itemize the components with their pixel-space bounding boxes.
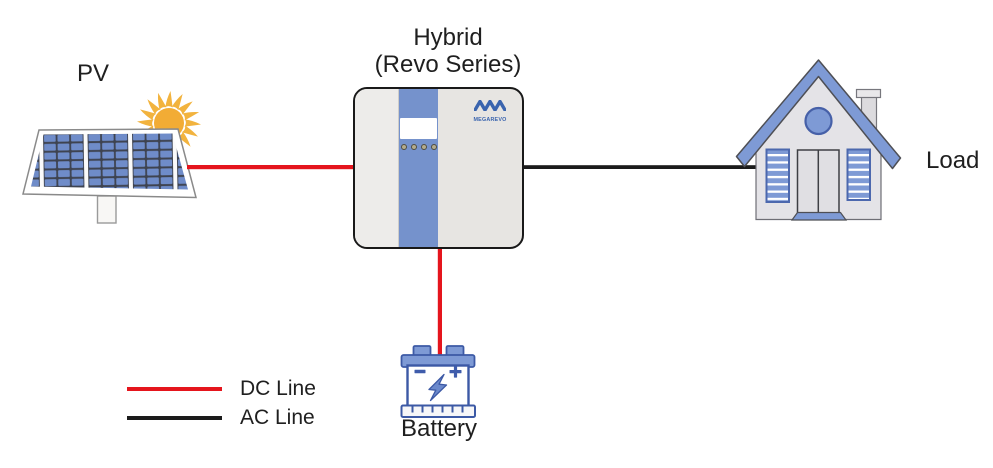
led-dot	[400, 144, 407, 150]
battery-icon	[400, 345, 476, 418]
led-dot	[410, 144, 417, 150]
house-icon	[735, 59, 902, 221]
inverter-title-line2: (Revo Series)	[374, 51, 522, 78]
inverter-led-indicators	[399, 144, 438, 150]
dc-line-swatch	[127, 387, 222, 391]
ac-line-label: AC Line	[240, 406, 315, 429]
ac-line-swatch	[127, 416, 222, 420]
round-window	[804, 106, 833, 136]
doorstep	[790, 211, 848, 221]
pv-label: PV	[77, 60, 110, 87]
lightning-bolt-icon	[428, 373, 448, 402]
legend: DC Line AC Line	[127, 377, 316, 429]
panel-stand	[96, 195, 117, 224]
pv-array-icon	[22, 91, 201, 224]
brand-name: MEGAREVO	[473, 117, 507, 123]
legend-item-ac: AC Line	[127, 406, 316, 429]
megarevo-wave-icon	[473, 99, 507, 112]
inverter-title-line1: Hybrid	[413, 24, 483, 51]
panel-cells	[31, 133, 188, 190]
battery-label: Battery	[400, 415, 478, 442]
legend-item-dc: DC Line	[127, 377, 316, 400]
house-roof	[735, 59, 902, 170]
inverter-unit: MEGAREVO	[353, 87, 524, 249]
inverter-left-panel	[355, 89, 399, 247]
right-window	[846, 148, 871, 201]
ac-line-inverter-to-load	[521, 165, 760, 169]
dc-line-inverter-to-battery	[437, 247, 442, 357]
dc-line-label: DC Line	[240, 377, 316, 400]
dc-line-pv-to-inverter	[187, 165, 356, 170]
battery-minus-sign	[414, 369, 426, 374]
led-dot	[420, 144, 427, 150]
inverter-blue-stripe	[399, 89, 438, 247]
led-dot	[430, 144, 437, 150]
load-label: Load	[926, 147, 980, 174]
inverter-display-screen	[400, 118, 437, 139]
battery-base	[400, 404, 476, 418]
inverter-title: Hybrid (Revo Series)	[337, 24, 559, 78]
left-window	[765, 148, 790, 203]
brand-logo: MEGAREVO	[464, 98, 516, 123]
